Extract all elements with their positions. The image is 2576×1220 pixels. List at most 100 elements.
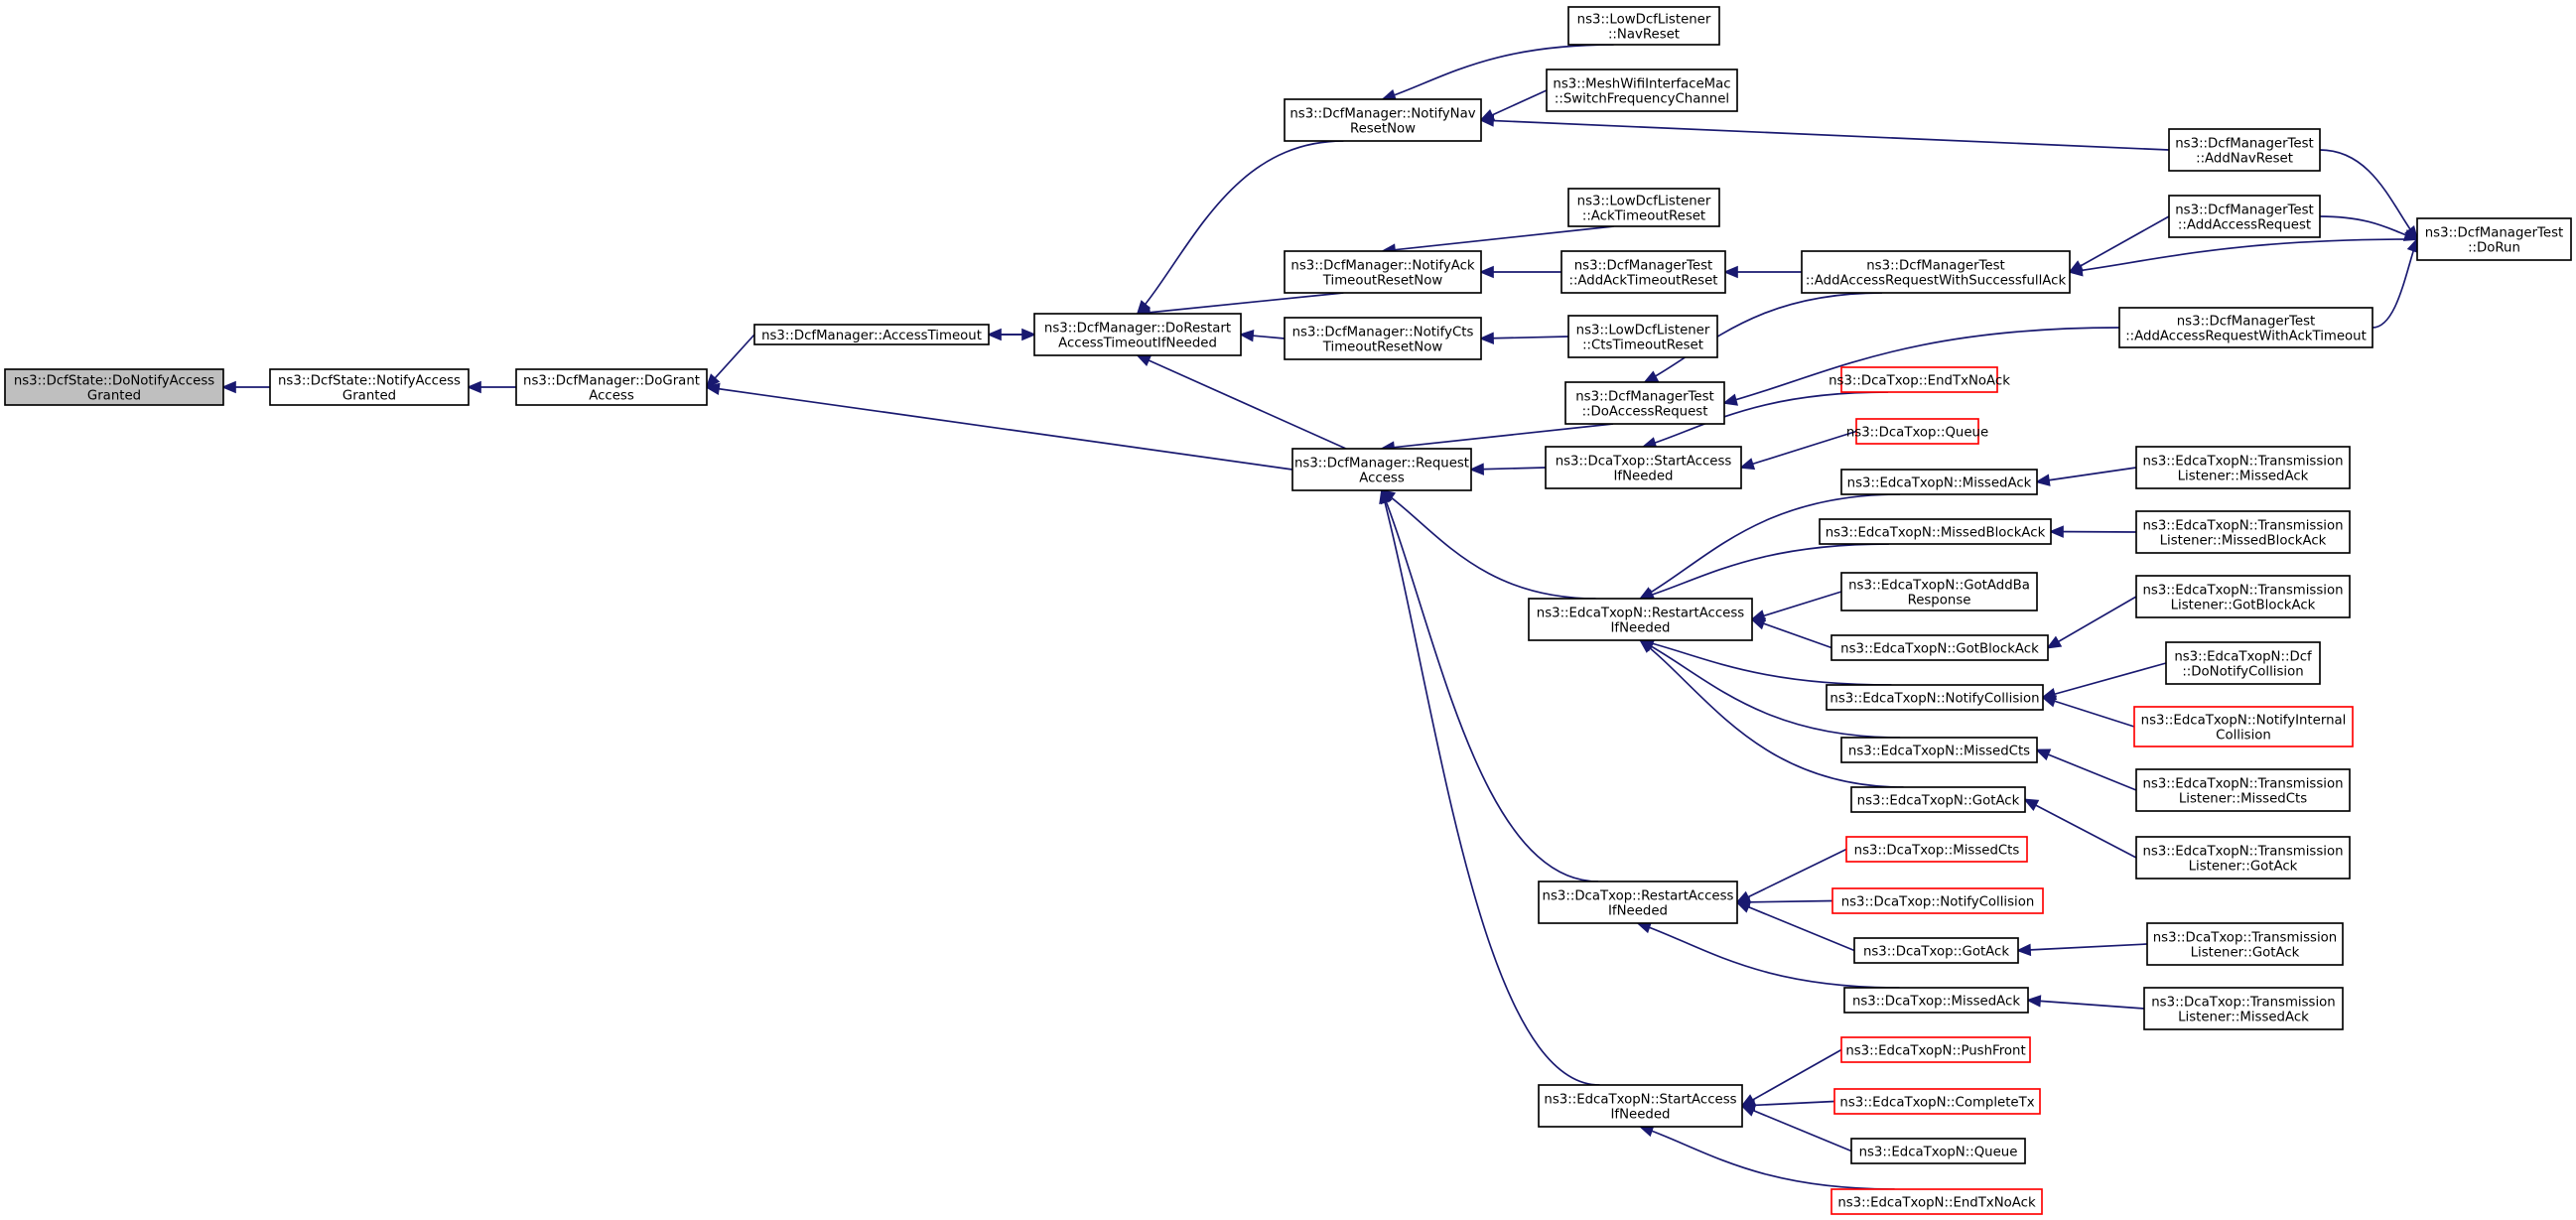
node-box	[2143, 987, 2344, 1030]
function-node-n9[interactable]: ns3::DcfManagerTest::DoRun	[2416, 217, 2572, 261]
node-box	[1560, 250, 1726, 294]
function-node-n10[interactable]: ns3::DcfManager::NotifyAckTimeoutResetNo…	[1284, 250, 1482, 294]
node-label-line: ns3::DcfManagerTest	[2177, 315, 2315, 330]
function-node-n6[interactable]: ns3::LowDcfListener::NavReset	[1567, 6, 1720, 46]
function-node-n48[interactable]: ns3::EdcaTxopN::Queue	[1850, 1138, 2026, 1164]
arrow-head	[2023, 798, 2040, 811]
call-edge-n48-to-n46	[1740, 1105, 1852, 1152]
node-label-line: ::AckTimeoutReset	[1582, 209, 1705, 224]
function-node-n16[interactable]: ns3::LowDcfListener::CtsTimeoutReset	[1567, 315, 1718, 358]
arrow-head	[2046, 635, 2063, 649]
node-box	[1819, 518, 2052, 545]
edge-line	[1644, 292, 1883, 383]
function-node-n7[interactable]: ns3::MeshWifiInterfaceMac::SwitchFrequen…	[1546, 68, 1738, 112]
function-node-n19[interactable]: ns3::DcfManagerTest::DoAccessRequest	[1564, 381, 1725, 425]
function-node-n34[interactable]: ns3::EdcaTxopN::MissedCts	[1840, 737, 2038, 763]
function-node-n41[interactable]: ns3::DcaTxop::GotAck	[1853, 937, 2019, 964]
function-node-n40[interactable]: ns3::DcaTxop::NotifyCollision	[1831, 887, 2044, 914]
node-box	[1853, 937, 2019, 964]
edge-line	[2042, 696, 2135, 728]
node-box	[1830, 1188, 2043, 1215]
node-box	[2416, 217, 2572, 261]
call-edge-n17-to-n9	[2372, 236, 2419, 329]
node-label-line: ::SwitchFrequencyChannel	[1555, 92, 1729, 107]
call-edge-n18-to-n4	[1136, 354, 1347, 450]
node-label-line: ns3::LowDcfListener	[1577, 13, 1711, 28]
function-node-n25[interactable]: ns3::EdcaTxopN::MissedBlockAck	[1819, 518, 2052, 545]
node-label-line: ns3::EdcaTxopN::GotBlockAck	[1840, 642, 2039, 657]
arrow-head	[1721, 393, 1739, 406]
edge-line	[2042, 662, 2167, 699]
node-label-line: IfNeeded	[1611, 621, 1671, 636]
edge-line	[1741, 1105, 1852, 1152]
call-edges	[220, 44, 2420, 1190]
function-node-n23[interactable]: ns3::EdcaTxopN::MissedAck	[1840, 469, 2038, 495]
function-node-n36[interactable]: ns3::EdcaTxopN::GotAck	[1850, 786, 2026, 813]
call-edge-n26-to-n25	[2048, 525, 2137, 538]
function-node-n13[interactable]: ns3::DcfManagerTest::AddAccessRequestWit…	[1801, 250, 2071, 294]
node-label-line: ns3::EdcaTxopN::NotifyInternal	[2141, 714, 2347, 729]
function-node-n22[interactable]: ns3::DcaTxop::Queue	[1846, 418, 1988, 445]
function-node-n17[interactable]: ns3::DcfManagerTest::AddAccessRequestWit…	[2118, 307, 2373, 348]
edge-line	[1640, 543, 1889, 600]
call-edge-n28-to-n30	[2046, 596, 2137, 649]
call-edge-n17-to-n19	[1721, 327, 2120, 406]
function-node-n30[interactable]: ns3::EdcaTxopN::GotBlockAck	[1830, 634, 2049, 661]
function-node-n31[interactable]: ns3::EdcaTxopN::Dcf::DoNotifyCollision	[2165, 641, 2321, 685]
function-node-n42[interactable]: ns3::DcaTxop::TransmissionListener::GotA…	[2146, 922, 2344, 966]
node-label-line: ns3::EdcaTxopN::RestartAccess	[1537, 607, 1745, 621]
node-label-line: Listener::MissedCts	[2179, 792, 2307, 807]
node-label-line: ns3::EdcaTxopN::MissedBlockAck	[1826, 526, 2046, 541]
function-node-n32[interactable]: ns3::EdcaTxopN::NotifyCollision	[1826, 684, 2044, 711]
node-label-line: ns3::EdcaTxopN::Transmission	[2142, 455, 2343, 470]
arrow-head	[2034, 474, 2051, 486]
call-edge-n14-to-n9	[2319, 215, 2420, 241]
node-label-line: ns3::EdcaTxopN::Transmission	[2142, 519, 2343, 534]
edge-line	[1381, 489, 1599, 882]
function-node-n38[interactable]: ns3::DcaTxop::MissedCts	[1845, 836, 2028, 863]
function-node-n37[interactable]: ns3::EdcaTxopN::TransmissionListener::Go…	[2135, 836, 2351, 880]
edge-line	[2069, 215, 2170, 273]
node-box	[2135, 768, 2351, 812]
function-node-n12[interactable]: ns3::DcfManagerTest::AddAckTimeoutReset	[1560, 250, 1726, 294]
edge-line	[2017, 943, 2148, 952]
edge-line	[1640, 639, 1901, 739]
function-node-n35[interactable]: ns3::EdcaTxopN::TransmissionListener::Mi…	[2135, 768, 2351, 812]
node-label-line: ::AddAccessRequestWithSuccessfullAck	[1806, 274, 2067, 289]
call-edge-n8-to-n5	[1478, 114, 2170, 151]
function-node-n44[interactable]: ns3::DcaTxop::TransmissionListener::Miss…	[2143, 987, 2344, 1030]
edge-line	[1637, 922, 1900, 989]
node-box	[1528, 598, 1753, 641]
edge-line	[1736, 901, 1855, 952]
function-node-n49[interactable]: ns3::EdcaTxopN::EndTxNoAck	[1830, 1188, 2043, 1215]
function-node-n45[interactable]: ns3::EdcaTxopN::PushFront	[1840, 1036, 2031, 1063]
function-node-n24[interactable]: ns3::EdcaTxopN::TransmissionListener::Mi…	[2135, 446, 2351, 489]
function-node-n15[interactable]: ns3::DcfManager::NotifyCtsTimeoutResetNo…	[1284, 317, 1482, 360]
function-node-n47[interactable]: ns3::EdcaTxopN::CompleteTx	[1833, 1088, 2041, 1115]
function-node-n20[interactable]: ns3::DcaTxop::EndTxNoAck	[1829, 366, 2010, 393]
function-node-n28[interactable]: ns3::EdcaTxopN::TransmissionListener::Go…	[2135, 575, 2351, 618]
arrow-head	[1740, 1105, 1757, 1117]
function-node-n8[interactable]: ns3::DcfManagerTest::AddNavReset	[2168, 128, 2321, 172]
node-label-line: ns3::DcfManager::NotifyAck	[1290, 259, 1474, 274]
arrow-head	[1468, 463, 1484, 475]
function-node-n11[interactable]: ns3::LowDcfListener::AckTimeoutReset	[1567, 188, 1720, 227]
function-node-n14[interactable]: ns3::DcfManagerTest::AddAccessRequest	[2168, 195, 2321, 238]
function-node-n43[interactable]: ns3::DcaTxop::MissedAck	[1843, 987, 2029, 1014]
node-box	[1538, 881, 1738, 924]
node-label-line: IfNeeded	[1608, 904, 1668, 919]
function-node-n3[interactable]: ns3::DcfManager::AccessTimeout	[753, 324, 990, 345]
function-node-n4[interactable]: ns3::DcfManager::DoRestartAccessTimeoutI…	[1033, 313, 1242, 356]
function-node-n26[interactable]: ns3::EdcaTxopN::TransmissionListener::Mi…	[2135, 510, 2351, 554]
